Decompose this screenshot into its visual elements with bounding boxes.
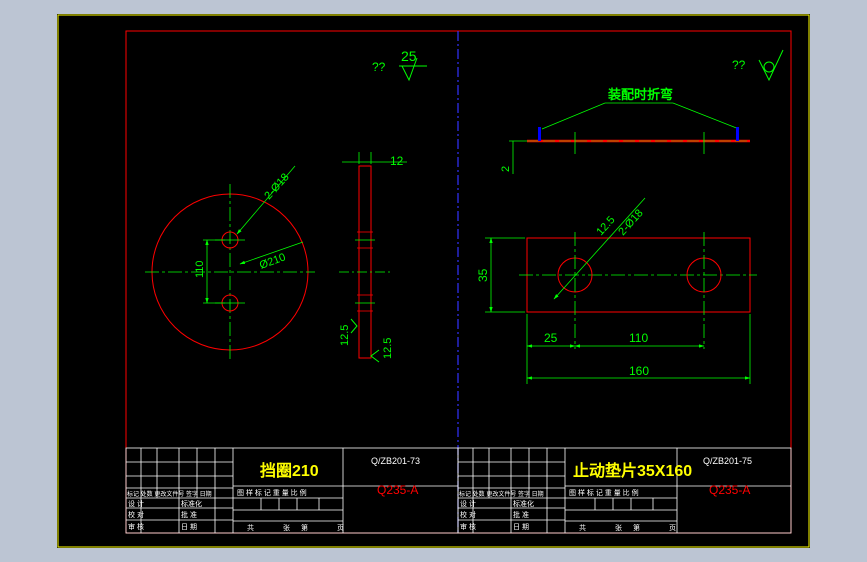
right-label-design: 设 计 xyxy=(460,499,476,508)
right-part-material: Q235-A xyxy=(709,483,750,497)
right-sheet-unit: 张 xyxy=(615,523,622,532)
left-roughness-symbol xyxy=(399,57,427,82)
right-label-date: 日 期 xyxy=(513,523,529,531)
bend-leader-right xyxy=(672,102,740,130)
left-label-review: 审 核 xyxy=(128,522,144,531)
bend-note: 装配时折弯 xyxy=(607,87,673,102)
plate-spacing-dim: 110 xyxy=(629,331,648,345)
right-rough-hole: 12.5 xyxy=(594,214,617,238)
right-part-title: 止动垫片35X160 xyxy=(573,461,692,480)
right-header-row: 标记 处数 更改文件号 签字 日期 xyxy=(459,490,544,498)
left-holes-leader xyxy=(236,165,296,235)
diameter-dim-line xyxy=(239,241,304,265)
plate-edge-dim: 25 xyxy=(544,331,558,345)
right-holes-leader xyxy=(553,197,646,300)
right-label-approve: 批 准 xyxy=(513,510,529,519)
left-part-material: Q235-A xyxy=(377,483,418,497)
left-roughness-value: 25 xyxy=(401,48,417,64)
left-thickness-dim: 12 xyxy=(390,154,404,168)
left-page: 页 xyxy=(337,524,344,532)
left-sheet-total: 共 xyxy=(247,523,254,532)
cad-viewport[interactable]: ?? 25 2-Ø18 Ø210 110 12 12.5 12.5 ?? xyxy=(57,14,810,548)
left-label-check: 校 对 xyxy=(128,510,144,519)
bend-mark-left xyxy=(538,127,541,141)
hole-spacing-dim: 110 xyxy=(194,260,206,278)
left-header-row: 标记 处数 更改文件号 签字 日期 xyxy=(127,490,212,498)
left-label-date: 日 期 xyxy=(181,523,197,531)
plate-length-dim: 160 xyxy=(629,364,649,378)
diameter-dim: Ø210 xyxy=(258,251,287,271)
left-stage-row: 图 样 标 记 重 量 比 例 xyxy=(237,488,307,497)
right-roughness-label: ?? xyxy=(732,58,746,72)
drawing-canvas[interactable]: ?? 25 2-Ø18 Ø210 110 12 12.5 12.5 ?? xyxy=(57,14,810,548)
right-label-standardize: 标准化 xyxy=(513,499,534,508)
right-sheet-total: 共 xyxy=(579,523,586,532)
bend-leader-left xyxy=(541,102,606,130)
title-block-right xyxy=(457,447,792,534)
bend-mark-right xyxy=(736,127,739,141)
rough-side-symbol xyxy=(350,318,358,334)
left-label-standardize: 标准化 xyxy=(181,499,202,508)
right-part-code: Q/ZB201-75 xyxy=(703,456,752,466)
right-label-review: 审 核 xyxy=(460,522,476,531)
right-sheet-no: 第 xyxy=(633,523,640,532)
left-label-design: 设 计 xyxy=(128,499,144,508)
right-page: 页 xyxy=(669,524,676,532)
left-sheet-no: 第 xyxy=(301,523,308,532)
right-thickness-dim: 2 xyxy=(500,166,512,172)
left-sheet-unit: 张 xyxy=(283,523,290,532)
left-holes-dim: 2-Ø18 xyxy=(262,171,291,202)
right-label-check: 校 对 xyxy=(460,510,476,519)
right-roughness-symbol xyxy=(758,49,784,82)
left-rough-bottom: 12.5 xyxy=(382,338,394,359)
plate-height-dim: 35 xyxy=(476,268,490,282)
right-holes-dim: 2-Ø18 xyxy=(616,207,645,238)
viewport-border xyxy=(57,14,810,548)
left-part-code: Q/ZB201-73 xyxy=(371,456,420,466)
title-block-left xyxy=(125,447,459,534)
rough-bottom-symbol xyxy=(370,349,380,363)
left-label-approve: 批 准 xyxy=(181,510,197,519)
left-part-title: 挡圈210 xyxy=(260,461,319,480)
right-stage-row: 图 样 标 记 重 量 比 例 xyxy=(569,488,639,497)
left-roughness-label: ?? xyxy=(372,60,386,74)
left-rough-side: 12.5 xyxy=(339,325,351,346)
ring-side-view xyxy=(358,165,372,359)
